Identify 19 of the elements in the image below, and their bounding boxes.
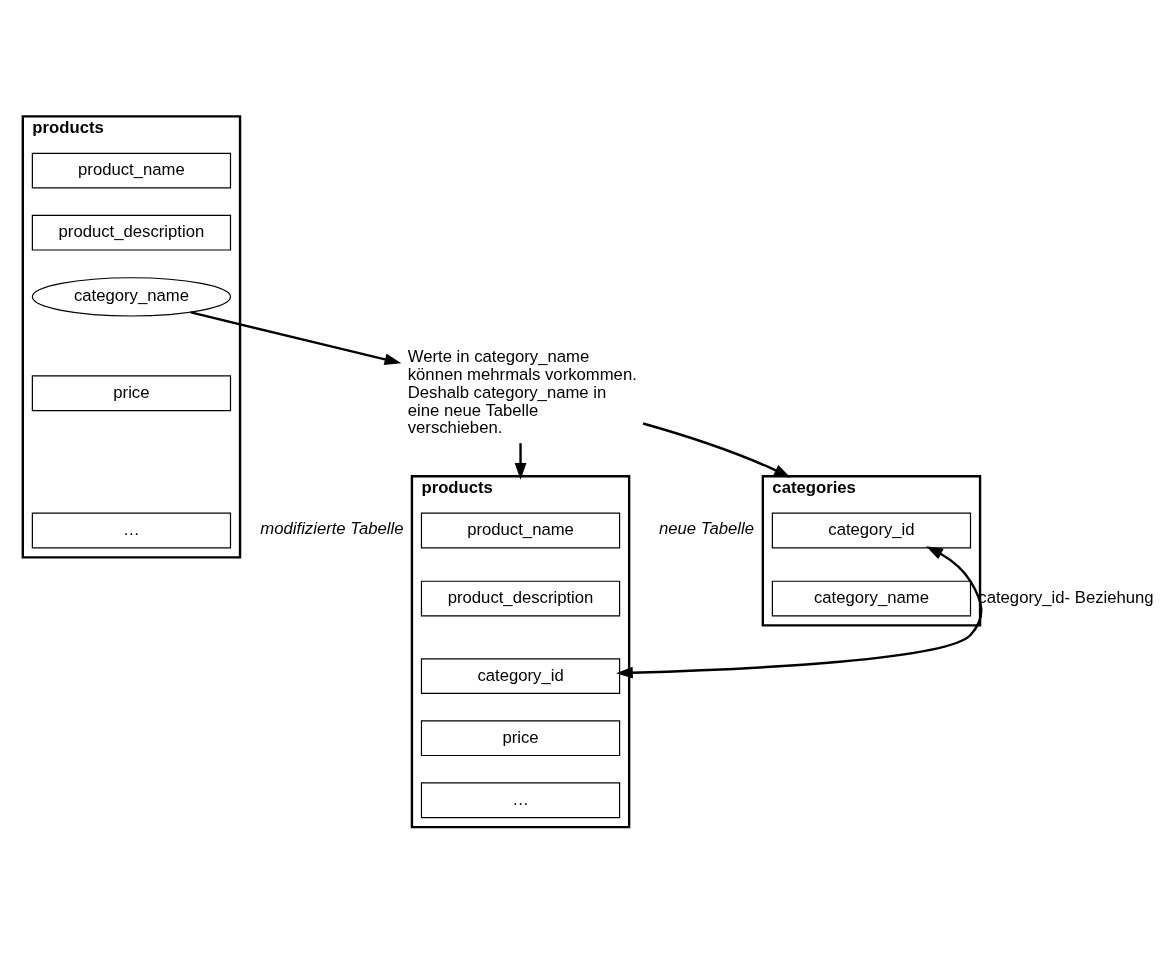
node-label: modifizierte Tabelle — [260, 518, 404, 538]
node-box: product_description — [420, 580, 621, 617]
node-box: product_name — [31, 152, 232, 189]
node-box: category_id — [771, 512, 972, 549]
arrow — [190, 311, 402, 366]
node-box: price — [420, 720, 621, 757]
node-box: product_description — [31, 214, 232, 251]
node-box: … — [31, 512, 232, 549]
node-label: neue Tabelle — [658, 518, 754, 538]
node-ellipse: category_name — [31, 277, 232, 317]
node-box: category_id — [420, 658, 621, 695]
arrow — [514, 443, 527, 480]
node-box: … — [420, 782, 621, 819]
node-box: product_name — [420, 512, 621, 549]
arrow — [642, 422, 791, 478]
node-box: category_name — [771, 580, 972, 617]
node-box: price — [31, 375, 232, 412]
node-text: Werte in category_name können mehrmals vorkommen. Deshalb category_name in eine neue Tabelle verschieben. — [407, 346, 637, 438]
arrow — [616, 546, 983, 679]
